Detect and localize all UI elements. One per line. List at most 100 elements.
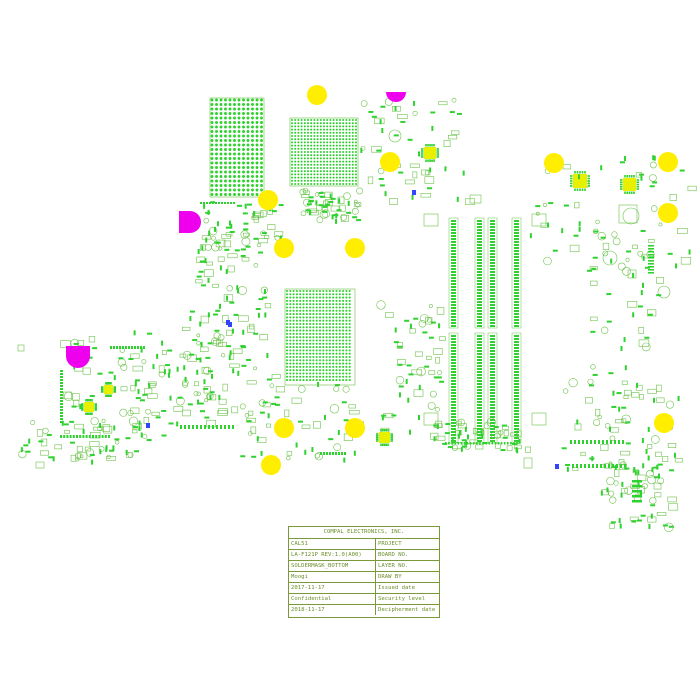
memory-pads-ball: [233, 98, 236, 102]
pch-chip-ball: [351, 118, 354, 122]
memory-pads-ball: [242, 116, 245, 120]
cpu-chip-ball: [292, 355, 295, 359]
dimm-pin: [451, 283, 456, 285]
ic-left-b-pad: [108, 382, 111, 385]
component-outline: [396, 342, 403, 349]
passive-pad: [274, 396, 280, 399]
cpu-chip-ball: [299, 299, 302, 302]
dimm-pin: [477, 425, 482, 427]
pch-chip-ball: [300, 147, 303, 150]
memory-pads-ball: [215, 157, 218, 160]
ic-left-pad: [89, 399, 92, 402]
cpu-chip-ball: [348, 326, 351, 329]
connector-pin: [622, 440, 624, 444]
dimm-pin: [514, 277, 519, 279]
cpu-chip-ball: [348, 365, 351, 368]
cpu-chip-ball: [338, 352, 341, 355]
cpu-chip-ball: [285, 379, 289, 382]
cpu-chip-ball: [342, 329, 345, 332]
pch-chip-ball: [294, 147, 297, 150]
cpu-chip-ball: [328, 326, 331, 329]
passive-pad: [240, 254, 246, 257]
cpu-chip-ball: [328, 319, 331, 322]
component-outline: [668, 503, 679, 511]
ic-right-b-pad: [626, 175, 629, 178]
cpu-chip-ball: [328, 365, 331, 368]
passive-pad: [624, 467, 630, 470]
cpu-chip-ball: [289, 379, 292, 382]
dimm-pin: [490, 389, 495, 391]
cpu-chip-ball: [315, 379, 318, 382]
cpu-chip-ball: [332, 355, 335, 359]
component-outline: [201, 367, 209, 374]
component-outline: [412, 171, 418, 179]
dimm-pin: [451, 341, 456, 343]
cpu-chip-ball: [342, 332, 345, 335]
passive-pad: [563, 204, 569, 207]
dimm-pin: [451, 316, 456, 318]
component-outline: [503, 430, 509, 437]
cpu-chip-ball: [312, 329, 315, 332]
via-ring: [141, 359, 147, 364]
memory-pads-ball: [246, 179, 250, 183]
connector-pin: [454, 442, 456, 445]
connector-pin: [60, 379, 63, 381]
memory-pads-ball: [246, 143, 250, 147]
cpu-chip-ball: [348, 313, 351, 316]
pch-chip-ball: [354, 166, 358, 170]
pch-chip-ball: [351, 173, 354, 176]
passive-pad: [192, 339, 198, 342]
pch-chip-ball: [326, 144, 329, 147]
cpu-chip-ball: [335, 342, 338, 345]
cpu-chip-ball: [309, 326, 312, 329]
passive-pad: [113, 375, 116, 381]
pch-chip-ball: [329, 160, 332, 163]
via-ring: [42, 427, 49, 435]
memory-pads-ball: [228, 103, 232, 106]
component-outline: [435, 357, 441, 364]
cpu-chip-ball: [299, 289, 302, 293]
passive-pad: [409, 323, 412, 329]
component-outline: [324, 191, 333, 198]
memory-pads-ball: [255, 112, 259, 115]
cpu-chip-ball: [325, 316, 328, 319]
cpu-chip-ball: [312, 342, 315, 345]
memory-pads-ball: [219, 112, 223, 115]
pch-chip-ball: [332, 160, 335, 163]
cpu-chip-ball: [292, 375, 295, 378]
pch-chip-ball: [319, 138, 322, 141]
passive-pad: [330, 197, 336, 200]
cpu-chip-ball: [348, 352, 351, 355]
pch-chip-ball: [294, 128, 297, 131]
dimm-pin: [451, 347, 456, 349]
passive-pad: [529, 233, 532, 239]
cpu-chip-ball: [342, 289, 345, 293]
pch-chip-ball: [313, 131, 316, 134]
memory-pads-ball: [210, 116, 214, 120]
via-ring: [622, 266, 631, 276]
pch-chip-ball: [354, 154, 358, 157]
cpu-chip-ball: [325, 342, 328, 345]
row-label: BOARD NO.: [378, 552, 409, 558]
pch-chip-ball: [338, 144, 342, 147]
memory-pads-ball: [224, 130, 227, 133]
pch-chip-ball: [290, 144, 294, 147]
connector-pin: [228, 425, 230, 429]
connector-pin: [60, 391, 63, 393]
cpu-chip-ball: [325, 349, 328, 352]
cpu-chip-ball: [302, 342, 305, 345]
cpu-chip-ball: [338, 379, 341, 382]
passive-pad: [138, 420, 141, 426]
dimm-pin: [477, 344, 482, 346]
component-outline: [620, 450, 631, 456]
pch-chip-ball: [300, 182, 303, 186]
cpu-chip-ball: [345, 369, 348, 372]
memory-pads-ball: [251, 166, 254, 169]
memory-pads-ball: [224, 121, 227, 124]
ic-left-pad: [81, 407, 84, 410]
pch-chip-ball: [342, 173, 345, 176]
cpu-chip-ball: [289, 369, 292, 372]
component-outline: [226, 329, 233, 336]
dimm-pin: [490, 374, 495, 376]
component-outline: [397, 114, 408, 119]
